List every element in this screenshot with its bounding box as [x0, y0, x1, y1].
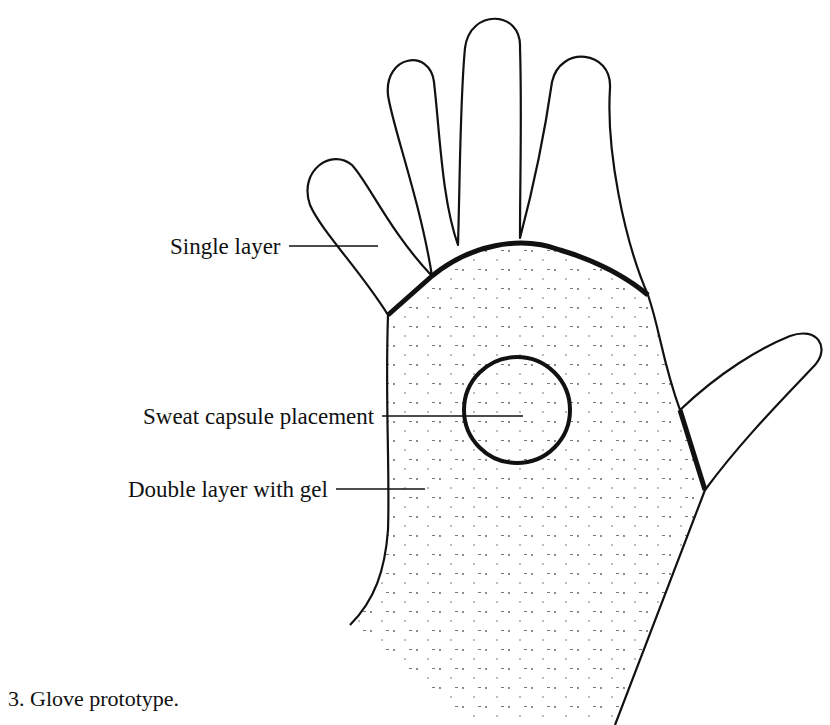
- leader-line: [382, 415, 523, 417]
- part-label: Double layer with gel: [128, 478, 328, 501]
- thumb-base-seam: [680, 410, 705, 490]
- part-label: Sweat capsule placement: [143, 405, 374, 428]
- sweat-capsule: [464, 357, 570, 463]
- leader-line: [289, 245, 378, 247]
- part-label: Single layer: [170, 235, 281, 258]
- figure-caption: 3. Glove prototype.: [8, 688, 179, 710]
- leader-line: [336, 488, 425, 490]
- pinky-base-seam: [388, 276, 432, 315]
- palm-gel-region: [350, 243, 705, 725]
- glove-outline: [307, 19, 821, 725]
- finger-base-seam: [432, 243, 648, 295]
